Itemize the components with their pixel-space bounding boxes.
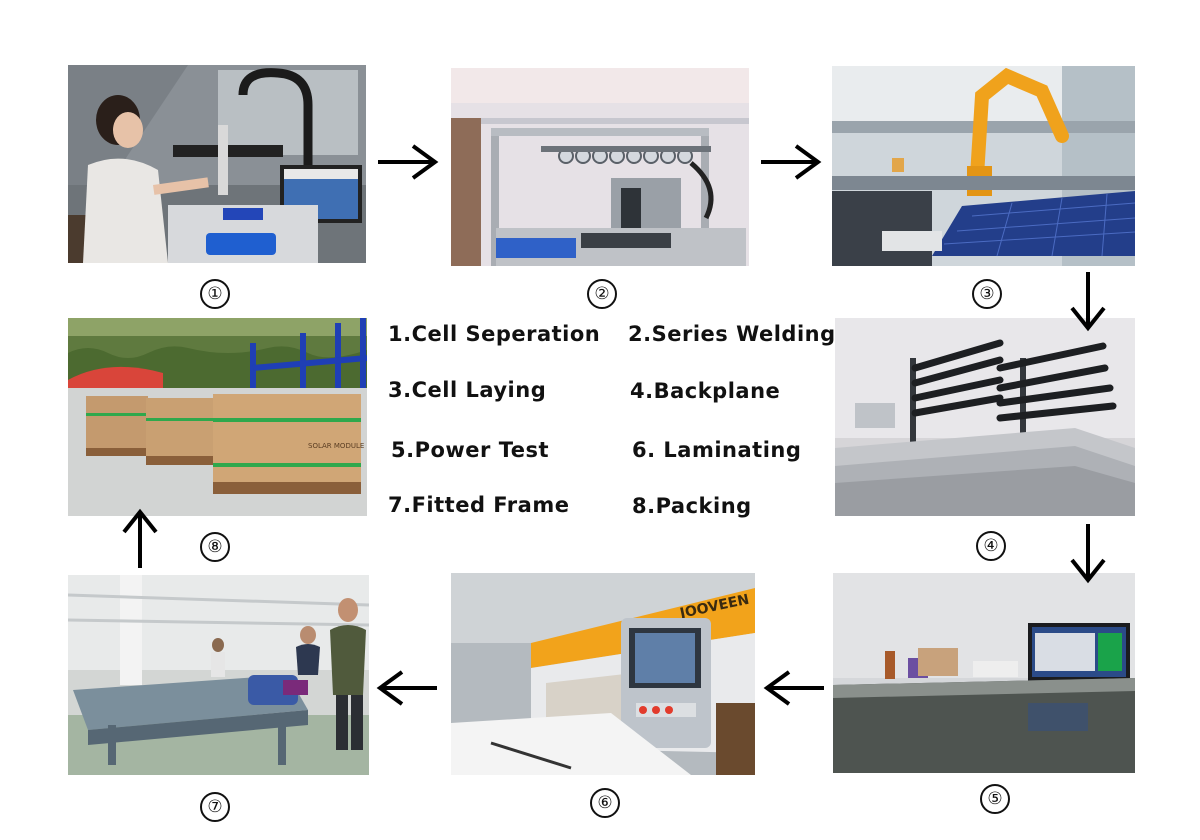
photo-fitted-frame — [68, 575, 369, 775]
step-number-8: ⑧ — [200, 532, 230, 562]
legend-step-4: 4.Backplane — [630, 379, 781, 403]
box-label-text: SOLAR MODULE — [308, 442, 364, 450]
step-number-6: ⑥ — [590, 788, 620, 818]
legend-step-7: 7.Fitted Frame — [388, 493, 570, 517]
step-number-2: ② — [587, 279, 617, 309]
legend-step-1: 1.Cell Seperation — [388, 322, 601, 346]
photo-packing: SOLAR MODULE — [68, 318, 367, 516]
photo-cell-seperation — [68, 65, 366, 263]
legend-step-3: 3.Cell Laying — [388, 378, 547, 402]
legend-step-5: 5.Power Test — [391, 438, 550, 462]
step-number-1: ① — [200, 279, 230, 309]
arrow-right-icon — [758, 142, 823, 182]
photo-backplane — [835, 318, 1135, 516]
arrow-left-icon — [762, 668, 827, 708]
photo-laminating: JOOVEEN — [451, 573, 755, 775]
arrow-down-icon — [1068, 522, 1108, 584]
photo-cell-laying — [832, 66, 1135, 266]
photo-series-welding — [451, 68, 749, 266]
legend-step-8: 8.Packing — [632, 494, 752, 518]
step-number-4: ④ — [976, 531, 1006, 561]
arrow-right-icon — [375, 142, 440, 182]
step-number-7: ⑦ — [200, 792, 230, 822]
arrow-down-icon — [1068, 270, 1108, 332]
legend-step-2: 2.Series Welding — [628, 322, 836, 346]
step-number-3: ③ — [972, 279, 1002, 309]
arrow-left-icon — [375, 668, 440, 708]
photo-power-test — [833, 573, 1135, 773]
arrow-up-icon — [120, 508, 160, 570]
legend-step-6: 6. Laminating — [632, 438, 802, 462]
step-number-5: ⑤ — [980, 784, 1010, 814]
